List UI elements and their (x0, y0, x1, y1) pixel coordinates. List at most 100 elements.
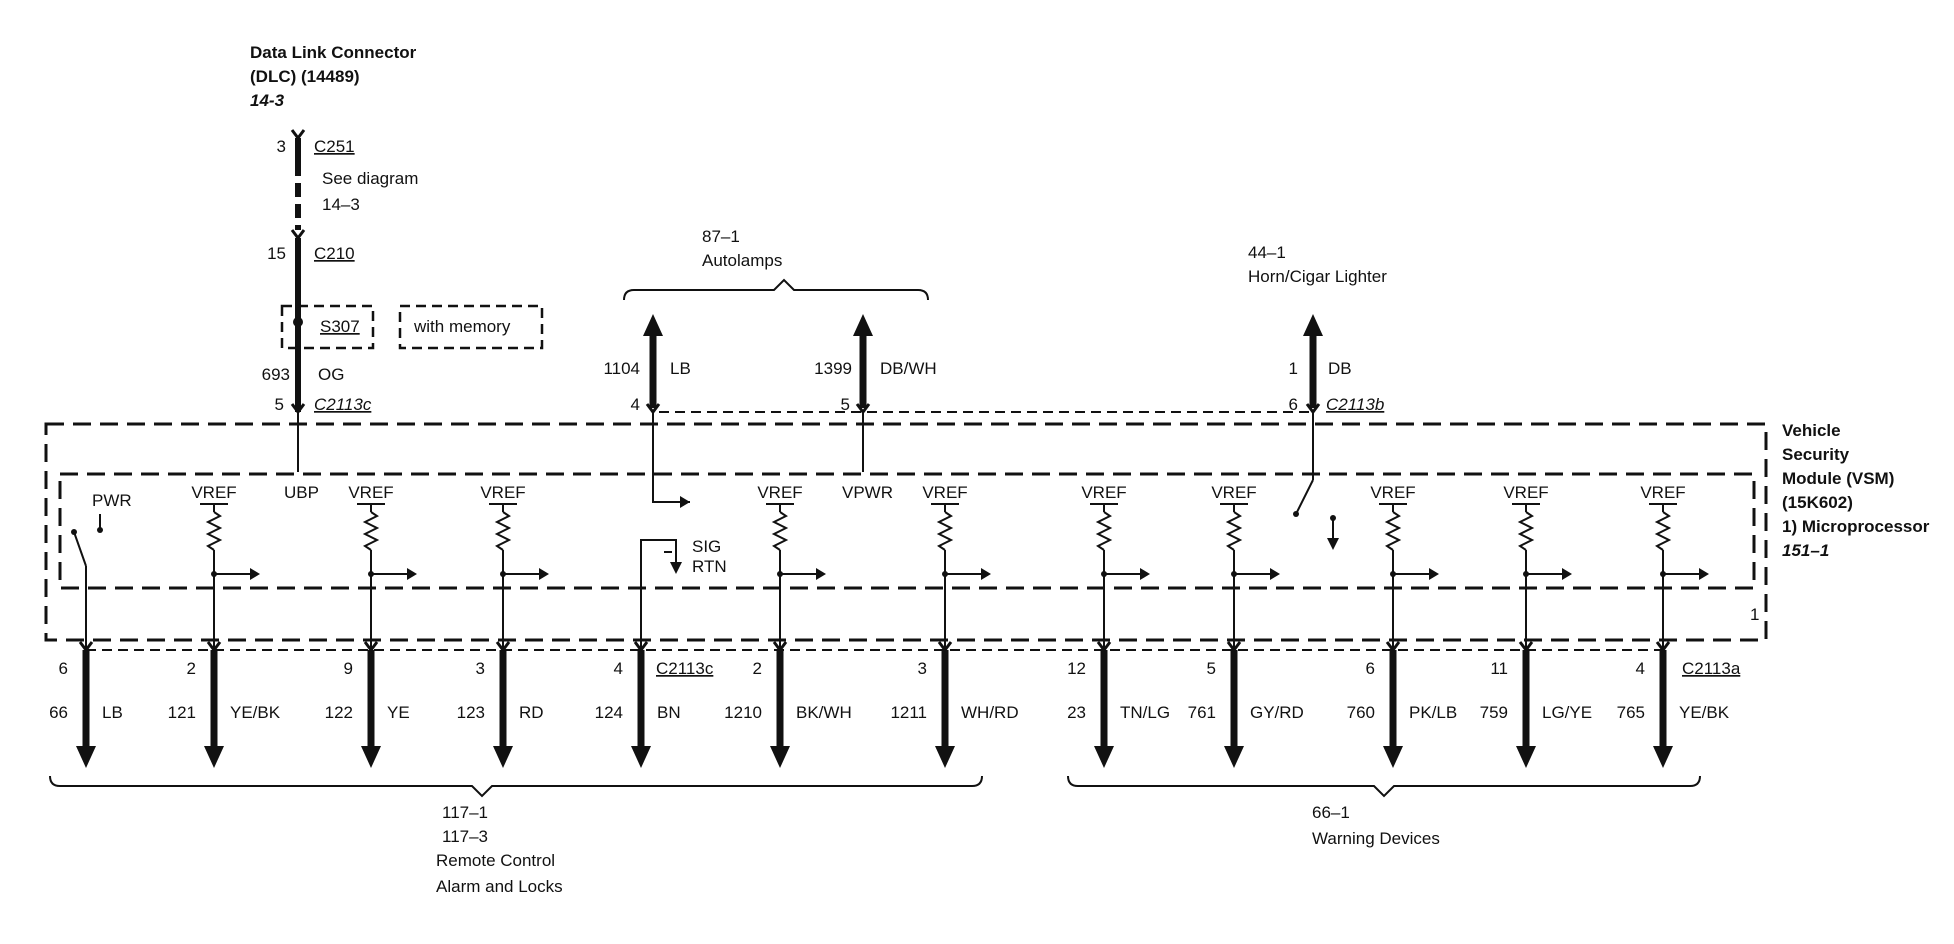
wire-circuit: 765 (1617, 703, 1645, 722)
wire-arrow (204, 746, 224, 768)
autolamps-brace (623, 278, 929, 301)
vsm-line2: Security (1782, 445, 1850, 464)
c251-pin: 3 (277, 137, 286, 156)
wire-circuit: 121 (168, 703, 196, 722)
wire-circuit: 122 (325, 703, 353, 722)
wire-1399-circuit: 1399 (814, 359, 852, 378)
warning-brace (1067, 775, 1701, 798)
wire-color: TN/LG (1120, 703, 1170, 722)
wire-color: BK/WH (796, 703, 852, 722)
input-arrow (1562, 568, 1572, 580)
input-arrow (816, 568, 826, 580)
vref-pullup: VREF (480, 483, 549, 650)
wire-pin: 6 (59, 659, 68, 678)
vsm-line3: Module (VSM) (1782, 469, 1894, 488)
rtn-label: RTN (692, 557, 727, 576)
wire-pin: 2 (753, 659, 762, 678)
c210-pin: 15 (267, 244, 286, 263)
vref-label: VREF (191, 483, 236, 502)
resistor (1225, 511, 1243, 551)
dlc-c2113c-label: C2113c (314, 395, 372, 414)
vref-label: VREF (1640, 483, 1685, 502)
wire-arrow (493, 746, 513, 768)
dlc-ref: 14-3 (250, 91, 285, 110)
vpwr-label: VPWR (842, 483, 893, 502)
resistor (1384, 511, 1402, 551)
wire-pin: 5 (1207, 659, 1216, 678)
warning-name: Warning Devices (1312, 829, 1440, 848)
wire-circuit: 1210 (724, 703, 762, 722)
vref-label: VREF (480, 483, 525, 502)
vref-label: VREF (1211, 483, 1256, 502)
vsm-label: Vehicle Security Module (VSM) (15K602) 1… (1750, 421, 1930, 624)
autolamps-name: Autolamps (702, 251, 782, 270)
s307-label: S307 (320, 317, 360, 336)
vsm-footnote: 1 (1750, 605, 1759, 624)
vsm-ref: 151–1 (1782, 541, 1829, 560)
wire-circuit: 1211 (890, 703, 927, 722)
internal-labels: PWR UBP VPWR SIG RTN (92, 483, 893, 576)
s307-box (280, 304, 375, 350)
resistor (1095, 511, 1113, 551)
wire-arrow (770, 746, 790, 768)
vref-label: VREF (348, 483, 393, 502)
resistor (494, 511, 512, 551)
resistor (1517, 511, 1535, 551)
vref-label: VREF (922, 483, 967, 502)
wire-circuit: 761 (1188, 703, 1216, 722)
vsm-line1: Vehicle (1782, 421, 1841, 440)
wire-pin: 9 (344, 659, 353, 678)
arrow-1104 (643, 314, 663, 336)
horn-conn: C2113b (1326, 395, 1384, 414)
vref-pullup: VREF (1211, 483, 1280, 650)
wire-circuit: 759 (1480, 703, 1508, 722)
sig-rtn-element (640, 539, 682, 650)
remote-ref1: 117–1 (442, 803, 488, 822)
c2113a-bottom-label: C2113a (1682, 659, 1741, 678)
wire-arrow (1516, 746, 1536, 768)
dlc-title-line1: Data Link Connector (250, 43, 417, 62)
wire-color: BN (657, 703, 681, 722)
resistor (205, 511, 223, 551)
vsm-line4: (15K602) (1782, 493, 1853, 512)
wire-color: WH/RD (961, 703, 1019, 722)
autolamps-section: 87–1 Autolamps 1104 LB 4 1399 DB/WH 5 (603, 227, 1310, 508)
input-arrow (1429, 568, 1439, 580)
wire-arrow (1383, 746, 1403, 768)
input-arrow (981, 568, 991, 580)
c210-connector-mark (290, 229, 306, 241)
vsm-line5: 1) Microprocessor (1782, 517, 1930, 536)
resistor (771, 511, 789, 551)
input-arrow (539, 568, 549, 580)
wire-circuit: 760 (1347, 703, 1375, 722)
horn-pin: 6 (1289, 395, 1298, 414)
vref-pullup: VREF (1370, 483, 1439, 650)
wire-arrow (76, 746, 96, 768)
resistor (936, 511, 954, 551)
input-arrow (1270, 568, 1280, 580)
remote-name2: Alarm and Locks (436, 877, 563, 896)
vref-label: VREF (1503, 483, 1548, 502)
microprocessor-box (58, 472, 1756, 590)
dlc-circuit: 693 (262, 365, 290, 384)
wire-pin: 11 (1490, 659, 1508, 678)
dlc-title-line2: (DLC) (14489) (250, 67, 360, 86)
remote-ref2: 117–3 (442, 827, 488, 846)
c251-connector-mark (290, 129, 306, 141)
see-diagram-line1: See diagram (322, 169, 418, 188)
wire-arrow (1653, 746, 1673, 768)
wire-1104-color: LB (670, 359, 691, 378)
pwr-switch (71, 514, 103, 650)
wire-circuit: 66 (49, 703, 68, 722)
horn-ground-arrow (1327, 538, 1339, 550)
vsm-outer-box (44, 422, 1768, 642)
wire-pin: 4 (614, 659, 623, 678)
horn-color: DB (1328, 359, 1352, 378)
horn-section: 44–1 Horn/Cigar Lighter 1 DB 6 C2113b (1248, 243, 1387, 550)
wire-arrow (361, 746, 381, 768)
